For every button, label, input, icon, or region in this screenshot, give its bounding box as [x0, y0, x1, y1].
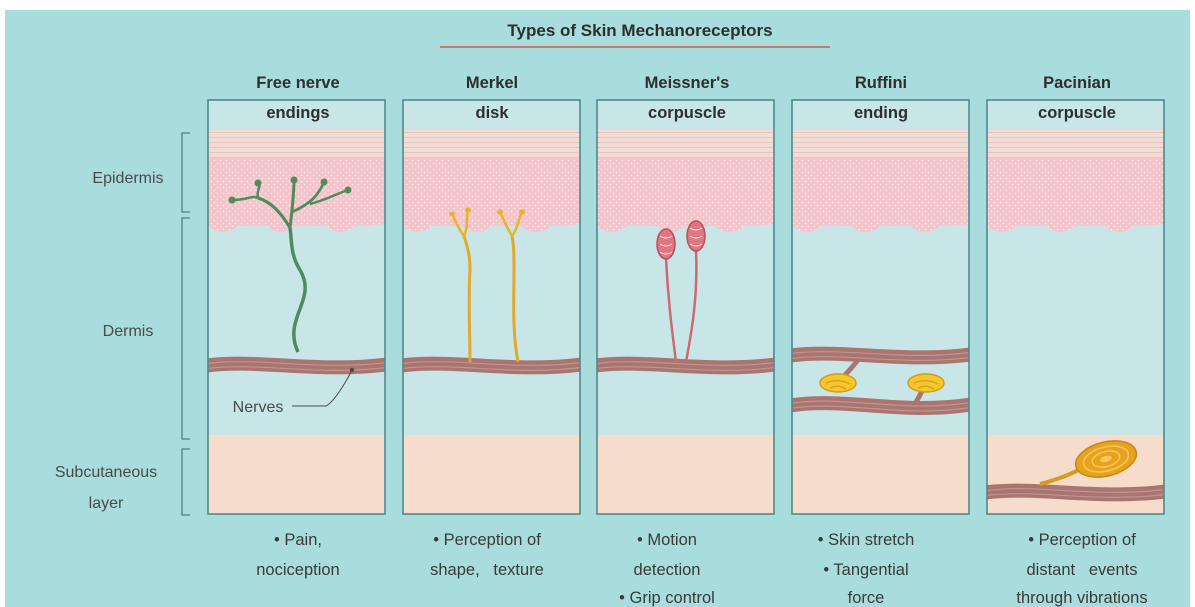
skin-panels	[203, 100, 1169, 514]
epidermis-layer	[987, 158, 1164, 232]
desc-merkel-line1: • Perception of	[433, 531, 541, 549]
diagram-frame: Types of Skin Mechanoreceptors Epidermis…	[5, 10, 1190, 607]
diagram-title: Types of Skin Mechanoreceptors	[507, 21, 772, 40]
epidermis-layer	[208, 158, 385, 232]
desc-ruffini-line2: • Tangential	[823, 561, 908, 579]
subcutaneous-layer	[792, 435, 969, 514]
desc-pacinian-line2: distant events	[1027, 561, 1138, 579]
stratum-corneum	[208, 130, 385, 160]
subcutaneous-layer	[597, 435, 774, 514]
panel-meissner	[592, 100, 779, 514]
panel-free-nerve	[203, 100, 390, 514]
heading-pacinian-line2: corpuscle	[1038, 104, 1116, 122]
layer-brackets	[182, 133, 190, 515]
heading-meissner-line2: corpuscle	[648, 104, 726, 122]
desc-meissner-line2: detection	[634, 561, 701, 579]
desc-ruffini-line3: force	[848, 589, 885, 607]
panel-merkel	[398, 100, 585, 514]
epidermis-layer	[403, 158, 580, 232]
desc-ruffini-line1: • Skin stretch	[818, 531, 915, 549]
panel-pacinian	[982, 100, 1169, 514]
column-descriptions: • Pain, nociception • Perception of shap…	[256, 531, 1147, 607]
desc-free-nerve-line1: • Pain,	[274, 531, 322, 549]
epidermis-layer	[597, 158, 774, 232]
desc-pacinian-line3: through vibrations	[1016, 589, 1147, 607]
heading-free-nerve-line1: Free nerve	[256, 74, 339, 92]
desc-meissner-line3: • Grip control	[619, 589, 715, 607]
layer-label-subcutaneous-line2: layer	[89, 495, 124, 512]
nerves-callout-dot	[350, 368, 354, 372]
bracket-dermis	[182, 218, 190, 439]
stratum-corneum	[792, 130, 969, 160]
desc-meissner-line1: • Motion	[637, 531, 697, 549]
nerves-label: Nerves	[233, 399, 284, 416]
desc-pacinian-line1: • Perception of	[1028, 531, 1136, 549]
heading-meissner-line1: Meissner's	[645, 74, 730, 92]
panel-ruffini	[787, 100, 974, 514]
heading-merkel-line2: disk	[475, 104, 509, 122]
heading-merkel-line1: Merkel	[466, 74, 518, 92]
layer-label-epidermis: Epidermis	[92, 170, 163, 187]
desc-merkel-line2: shape, texture	[430, 561, 544, 579]
epidermis-layer	[792, 158, 969, 232]
layer-label-subcutaneous-line1: Subcutaneous	[55, 464, 157, 481]
heading-ruffini-line2: ending	[854, 104, 908, 122]
layer-label-dermis: Dermis	[103, 323, 154, 340]
heading-pacinian-line1: Pacinian	[1043, 74, 1111, 92]
bracket-subcutaneous	[182, 449, 190, 515]
subcutaneous-layer	[208, 435, 385, 514]
stratum-corneum	[597, 130, 774, 160]
heading-ruffini-line1: Ruffini	[855, 74, 907, 92]
bracket-epidermis	[182, 133, 190, 212]
subcutaneous-layer	[403, 435, 580, 514]
stratum-corneum	[403, 130, 580, 160]
desc-free-nerve-line2: nociception	[256, 561, 339, 579]
stratum-corneum	[987, 130, 1164, 160]
subcutaneous-layer	[987, 435, 1164, 514]
heading-free-nerve-line2: endings	[266, 104, 329, 122]
mechanoreceptor-diagram: Types of Skin Mechanoreceptors Epidermis…	[5, 10, 1190, 607]
